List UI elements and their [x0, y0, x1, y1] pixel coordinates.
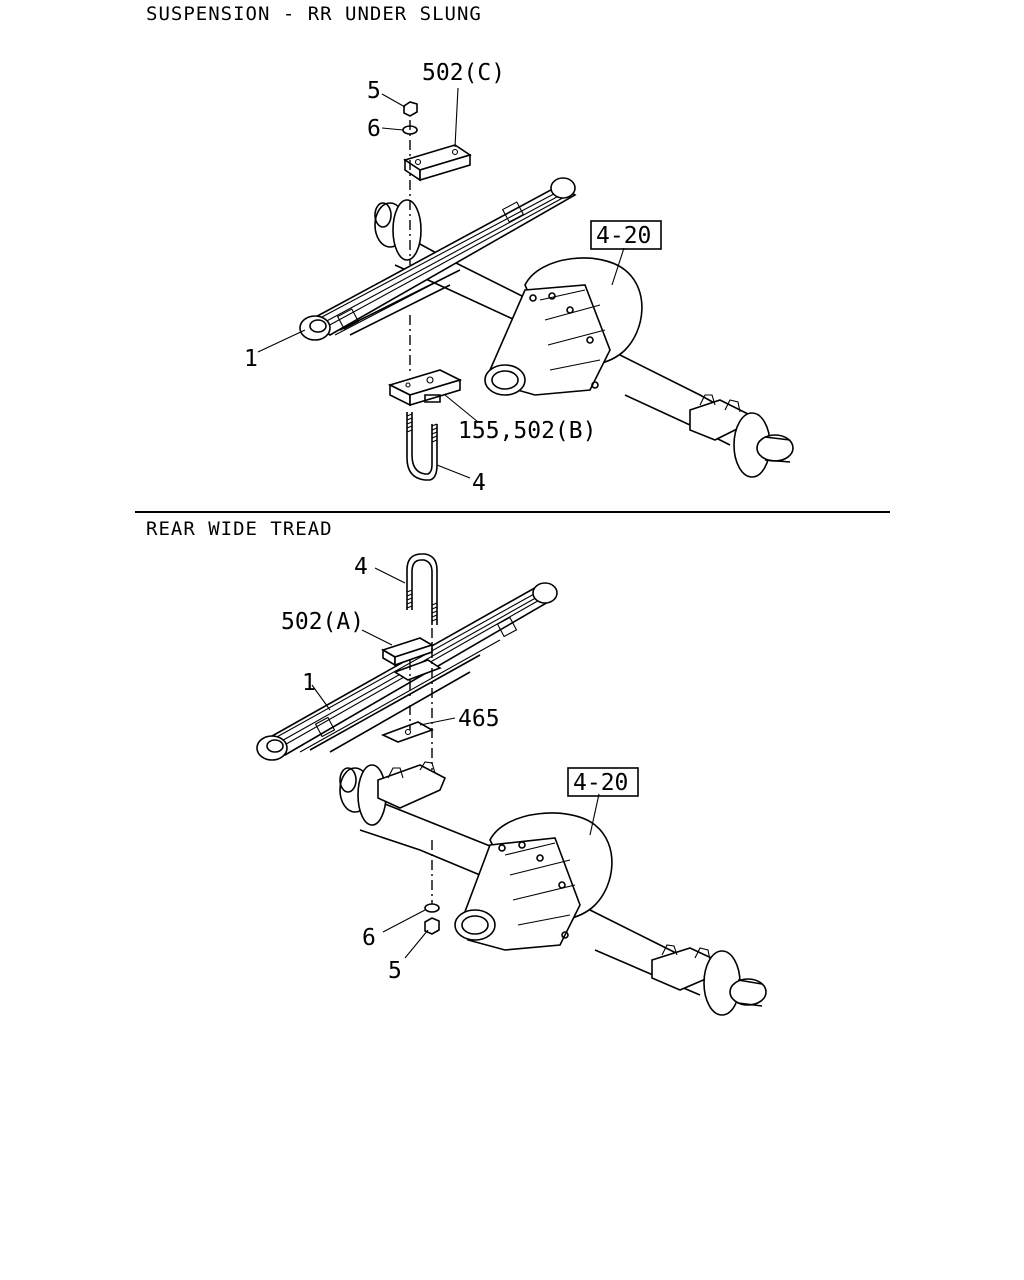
top-leader-lines [257, 87, 625, 479]
callout-top-u-bolt: 4 [472, 470, 486, 496]
top-u-bolt [406, 412, 438, 481]
bottom-bracket-a [381, 637, 434, 667]
top-assembly-drawing [257, 87, 794, 481]
top-bracket-b [387, 369, 463, 407]
bottom-u-bolt [406, 553, 438, 625]
callout-top-axle-ref[interactable]: 4-20 [596, 223, 651, 249]
callout-bottom-spring: 1 [302, 670, 316, 696]
bottom-nut-washer [424, 903, 440, 935]
callout-top-spring: 1 [244, 346, 258, 372]
callout-top-nut: 5 [367, 78, 381, 104]
callout-bottom-nut: 5 [388, 958, 402, 984]
top-axle-housing [374, 199, 794, 478]
callout-bottom-spacer: 465 [458, 706, 500, 732]
top-bracket-c [403, 144, 472, 182]
callout-bottom-axle-ref[interactable]: 4-20 [573, 770, 628, 796]
bottom-axle-housing [339, 761, 767, 1016]
section-title-bottom: REAR WIDE TREAD [146, 518, 333, 540]
bottom-spacer [380, 721, 434, 743]
callout-bottom-washer: 6 [362, 925, 376, 951]
bottom-assembly-drawing [256, 553, 767, 1016]
callout-bottom-axle-ref-box [567, 767, 639, 797]
bottom-leader-lines [311, 567, 600, 959]
callout-top-axle-ref-box [590, 220, 662, 250]
callout-top-washer: 6 [367, 116, 381, 142]
top-leaf-spring [299, 177, 577, 341]
callout-bottom-u-bolt: 4 [354, 554, 368, 580]
callout-bottom-bracket-a: 502(A) [281, 609, 364, 635]
section-title-top: SUSPENSION - RR UNDER SLUNG [146, 3, 482, 25]
callout-top-bracket-b: 155,502(B) [458, 418, 596, 444]
callout-top-bracket-c: 502(C) [422, 60, 505, 86]
